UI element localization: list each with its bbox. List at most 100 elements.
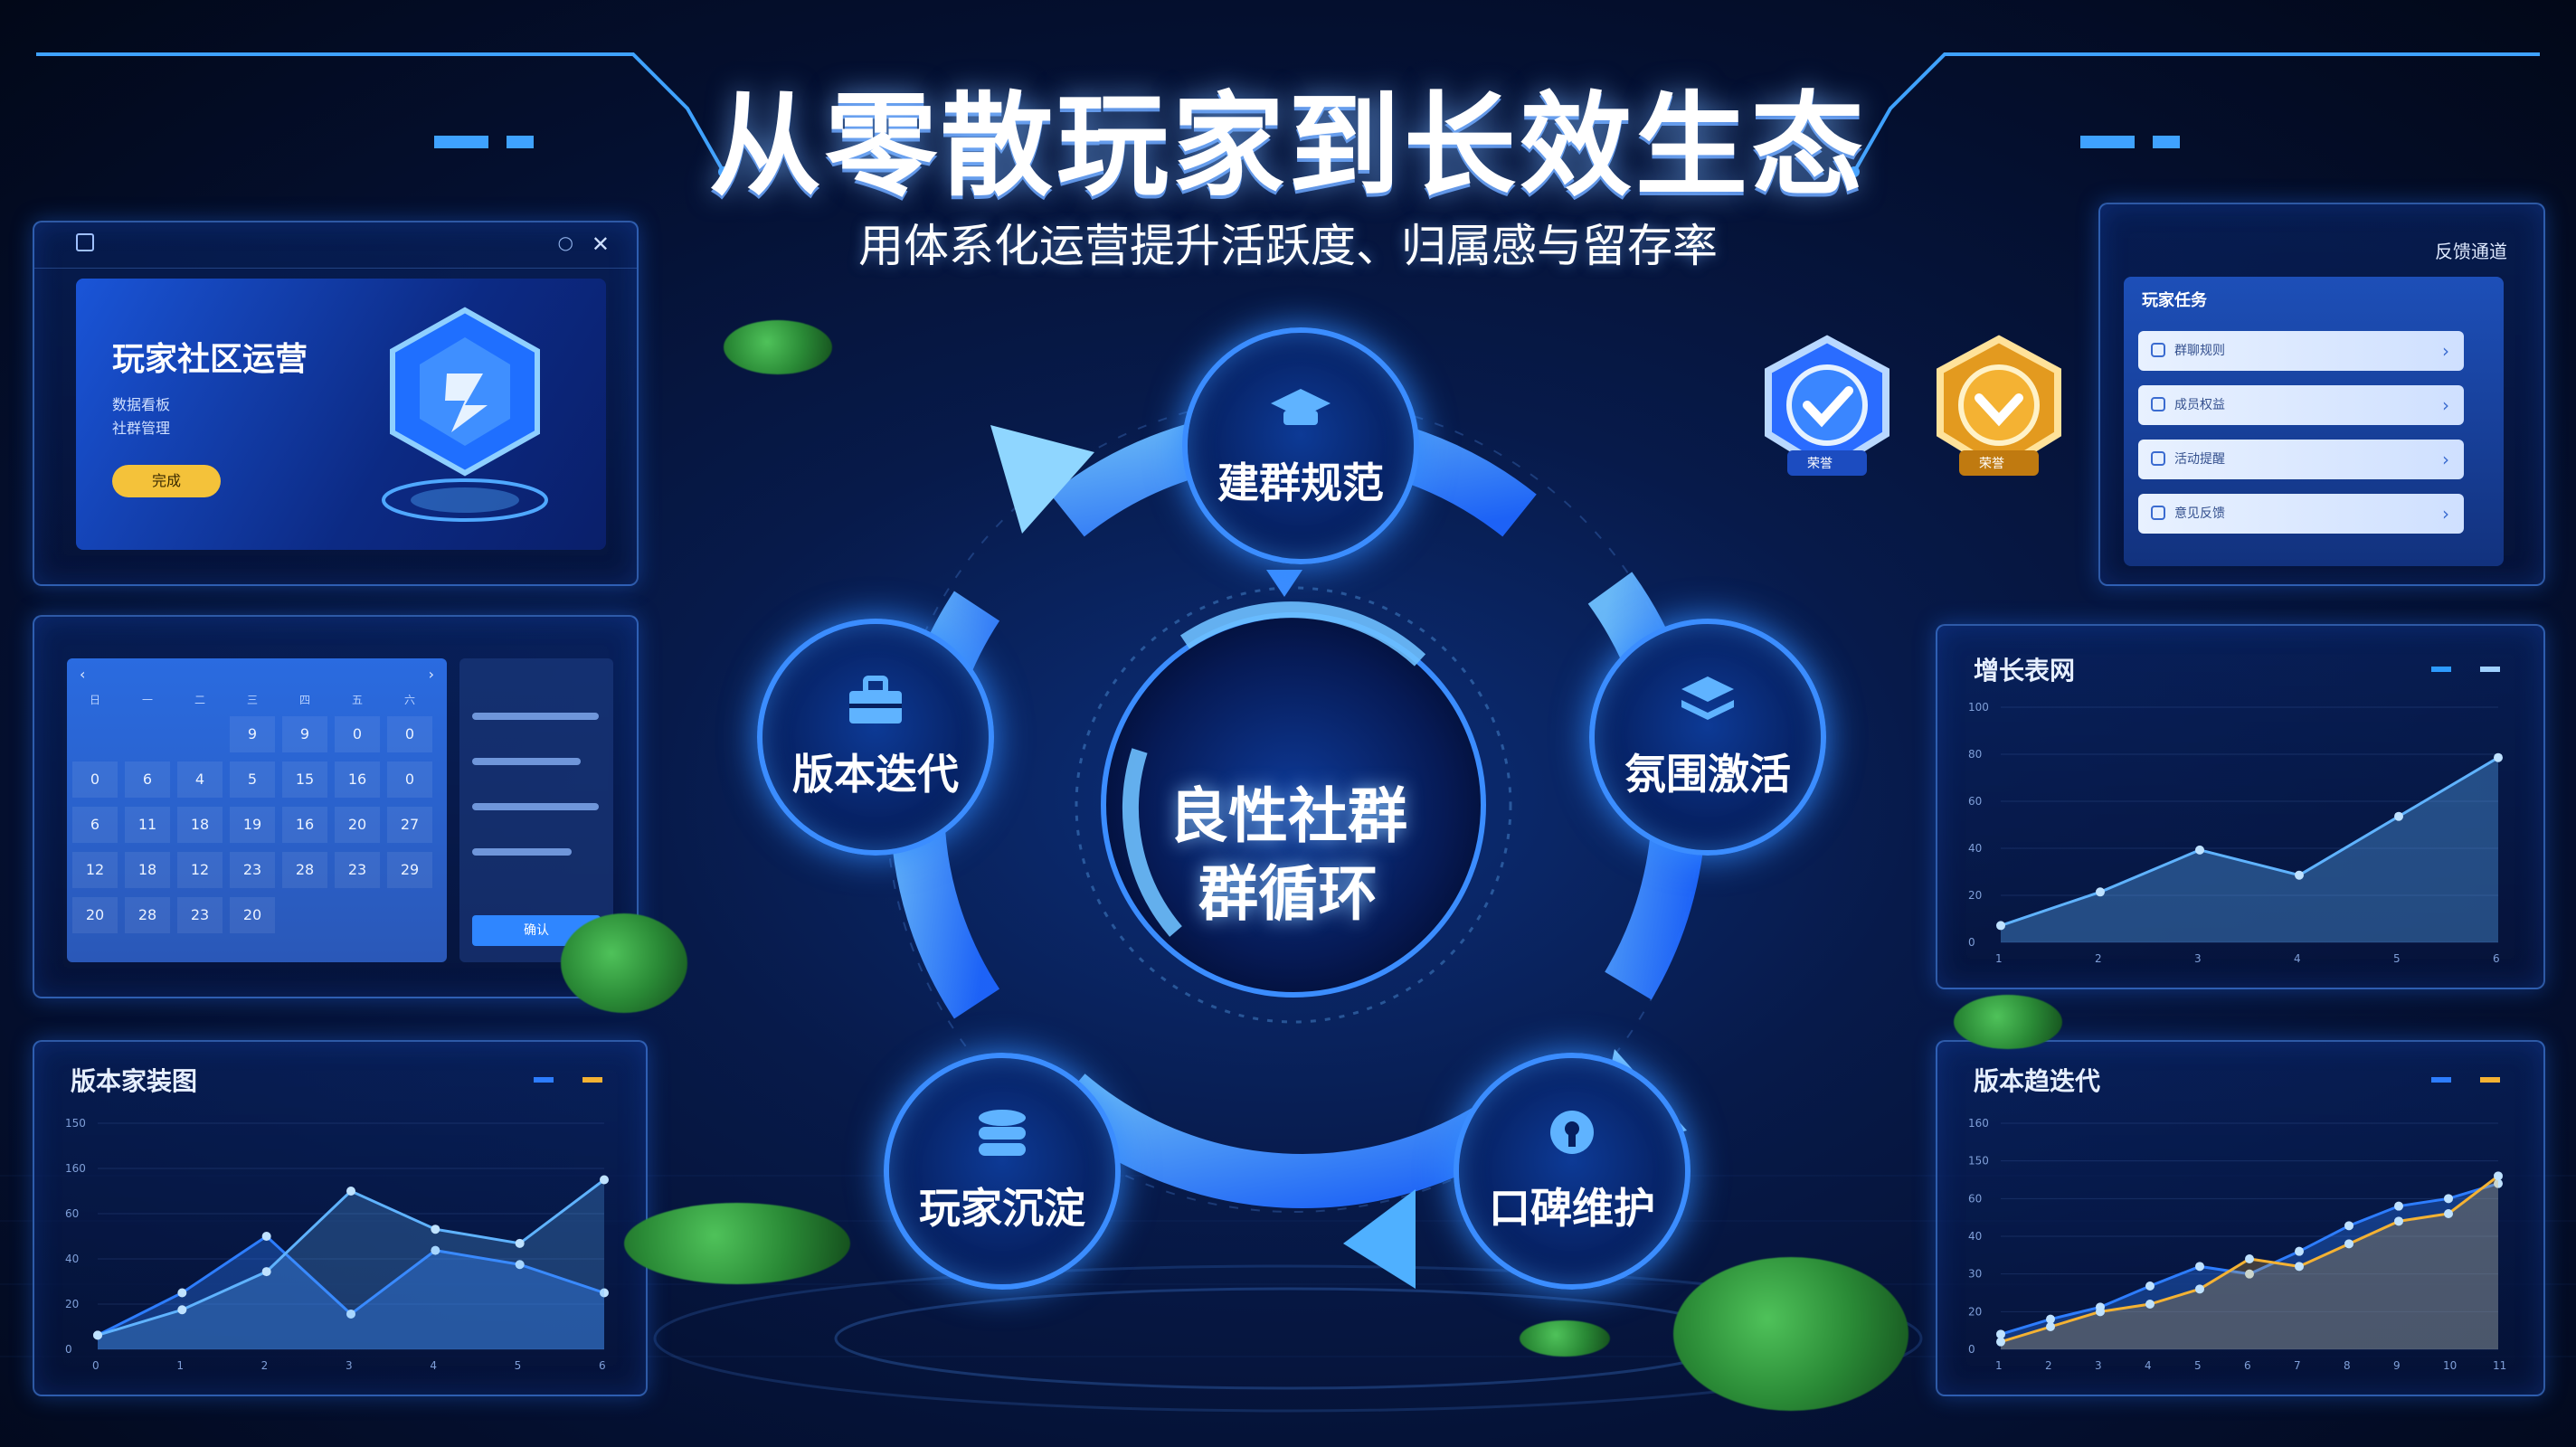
close-icon[interactable]: ✕ bbox=[591, 232, 610, 257]
calendar-day bbox=[177, 716, 223, 752]
data-point[interactable] bbox=[93, 1330, 102, 1340]
calendar-day[interactable]: 20 bbox=[335, 807, 380, 843]
cycle-node-version-iteration[interactable]: 版本迭代 bbox=[757, 619, 994, 856]
data-point[interactable] bbox=[346, 1187, 355, 1196]
data-point[interactable] bbox=[600, 1288, 609, 1298]
calendar-day[interactable]: 6 bbox=[125, 761, 170, 798]
y-tick-label: 100 bbox=[1968, 701, 1989, 714]
data-point[interactable] bbox=[261, 1232, 271, 1241]
calendar-day[interactable]: 20 bbox=[230, 897, 275, 933]
data-point[interactable] bbox=[177, 1305, 187, 1315]
cycle-node-reputation[interactable]: 口碑维护 bbox=[1454, 1053, 1690, 1290]
calendar-day[interactable]: 20 bbox=[72, 897, 118, 933]
calendar-day[interactable]: 0 bbox=[335, 716, 380, 752]
calendar-day[interactable]: 5 bbox=[230, 761, 275, 798]
data-point[interactable] bbox=[2195, 1284, 2204, 1294]
data-point[interactable] bbox=[515, 1260, 525, 1270]
data-point[interactable] bbox=[2145, 1281, 2155, 1291]
data-point[interactable] bbox=[2394, 811, 2403, 821]
cycle-node-group-rules[interactable]: 建群规范 bbox=[1182, 327, 1419, 564]
data-point[interactable] bbox=[2394, 1216, 2403, 1226]
y-tick-label: 60 bbox=[1968, 795, 1982, 808]
task-row[interactable]: 意见反馈› bbox=[2138, 494, 2464, 534]
data-point[interactable] bbox=[2494, 1178, 2503, 1188]
calendar-day[interactable]: 6 bbox=[72, 807, 118, 843]
calendar-day[interactable]: 9 bbox=[282, 716, 327, 752]
list-item[interactable] bbox=[472, 848, 572, 856]
cycle-node-player-retention[interactable]: 玩家沉淀 bbox=[884, 1053, 1121, 1290]
x-tick-label: 4 bbox=[430, 1359, 437, 1372]
data-point[interactable] bbox=[2494, 752, 2503, 762]
task-row[interactable]: 活动提醒› bbox=[2138, 440, 2464, 479]
data-point[interactable] bbox=[2494, 1171, 2503, 1181]
data-point[interactable] bbox=[261, 1267, 271, 1277]
y-tick-label: 0 bbox=[1968, 936, 1975, 949]
data-point[interactable] bbox=[2046, 1322, 2055, 1331]
calendar-day[interactable]: 16 bbox=[335, 761, 380, 798]
calendar-next-icon[interactable]: › bbox=[428, 666, 434, 683]
data-point[interactable] bbox=[2295, 870, 2304, 880]
data-point[interactable] bbox=[2145, 1300, 2155, 1309]
calendar-day[interactable]: 28 bbox=[282, 852, 327, 888]
data-point[interactable] bbox=[2096, 1307, 2105, 1317]
data-point[interactable] bbox=[2046, 1314, 2055, 1324]
calendar-day[interactable]: 0 bbox=[387, 716, 432, 752]
data-point[interactable] bbox=[2444, 1194, 2453, 1204]
x-tick-label: 6 bbox=[2493, 952, 2500, 965]
data-point[interactable] bbox=[2295, 1262, 2304, 1272]
calendar-day[interactable]: 27 bbox=[387, 807, 432, 843]
data-point[interactable] bbox=[177, 1288, 187, 1298]
calendar-day[interactable]: 16 bbox=[282, 807, 327, 843]
series-area bbox=[98, 1179, 604, 1349]
data-point[interactable] bbox=[2195, 845, 2204, 855]
data-point[interactable] bbox=[2295, 1246, 2304, 1256]
data-point[interactable] bbox=[2245, 1254, 2254, 1263]
data-point[interactable] bbox=[2344, 1239, 2353, 1249]
data-point[interactable] bbox=[2096, 887, 2105, 897]
data-point[interactable] bbox=[346, 1309, 355, 1319]
task-row[interactable]: 群聊规则› bbox=[2138, 331, 2464, 371]
calendar-day[interactable]: 23 bbox=[230, 852, 275, 888]
calendar-day[interactable]: 9 bbox=[230, 716, 275, 752]
calendar-day[interactable]: 29 bbox=[387, 852, 432, 888]
calendar-day[interactable]: 12 bbox=[72, 852, 118, 888]
calendar-day[interactable]: 18 bbox=[125, 852, 170, 888]
data-point[interactable] bbox=[2344, 1221, 2353, 1231]
data-point[interactable] bbox=[1996, 1337, 2005, 1347]
calendar-prev-icon[interactable]: ‹ bbox=[80, 666, 86, 683]
calendar-day[interactable]: 0 bbox=[72, 761, 118, 798]
calendar-day[interactable]: 0 bbox=[387, 761, 432, 798]
calendar-day[interactable]: 28 bbox=[125, 897, 170, 933]
calendar-day[interactable]: 23 bbox=[177, 897, 223, 933]
task-row[interactable]: 成员权益› bbox=[2138, 385, 2464, 425]
calendar-day[interactable]: 12 bbox=[177, 852, 223, 888]
data-point[interactable] bbox=[2245, 1269, 2254, 1279]
data-point[interactable] bbox=[600, 1175, 609, 1185]
hero-button[interactable]: 完成 bbox=[112, 465, 221, 497]
calendar-weekday: 一 bbox=[141, 694, 153, 706]
data-point[interactable] bbox=[2394, 1201, 2403, 1211]
tree-decoration bbox=[624, 1203, 850, 1284]
feedback-label[interactable]: 反馈通道 bbox=[2435, 241, 2507, 262]
calendar-day[interactable]: 23 bbox=[335, 852, 380, 888]
calendar-day[interactable]: 18 bbox=[177, 807, 223, 843]
data-point[interactable] bbox=[431, 1245, 440, 1255]
calendar-day[interactable]: 11 bbox=[125, 807, 170, 843]
calendar-day[interactable]: 4 bbox=[177, 761, 223, 798]
calendar-day[interactable]: 19 bbox=[230, 807, 275, 843]
list-item[interactable] bbox=[472, 758, 581, 765]
maximize-icon[interactable]: ○ bbox=[557, 232, 573, 253]
cycle-node-atmosphere[interactable]: 氛围激活 bbox=[1589, 619, 1826, 856]
data-point[interactable] bbox=[2444, 1209, 2453, 1218]
data-point[interactable] bbox=[515, 1238, 525, 1248]
chevron-right-icon: › bbox=[2442, 394, 2449, 416]
data-point[interactable] bbox=[1996, 921, 2005, 931]
list-item[interactable] bbox=[472, 803, 599, 810]
y-tick-label: 40 bbox=[1968, 842, 1982, 855]
data-point[interactable] bbox=[1996, 1329, 2005, 1339]
list-item[interactable] bbox=[472, 713, 599, 720]
data-point[interactable] bbox=[2195, 1262, 2204, 1272]
calendar-day[interactable]: 15 bbox=[282, 761, 327, 798]
data-point[interactable] bbox=[431, 1225, 440, 1234]
